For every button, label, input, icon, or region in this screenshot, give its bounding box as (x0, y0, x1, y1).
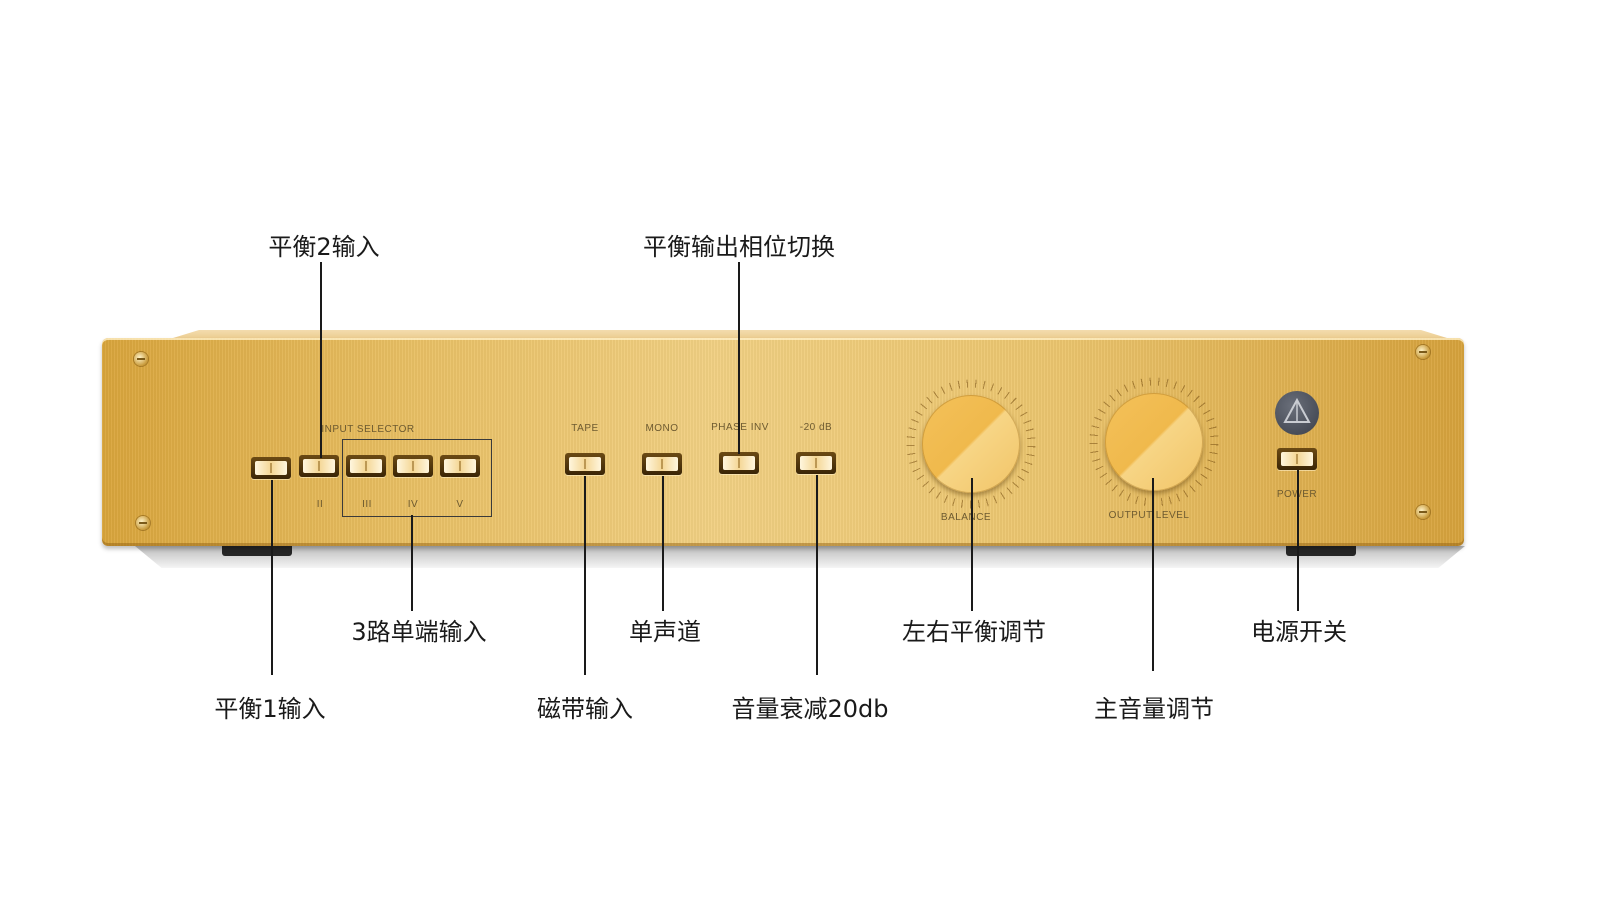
balance-knob[interactable] (922, 395, 1020, 493)
leader-line (738, 262, 740, 454)
callout-power-switch: 电源开关 (1251, 618, 1347, 646)
input-3-label: III (362, 499, 372, 510)
minus-20db-label: -20 dB (799, 422, 833, 433)
callout-mono: 单声道 (629, 618, 701, 646)
leader-line (816, 475, 818, 675)
output-level-knob[interactable] (1105, 393, 1203, 491)
leader-line (662, 476, 664, 611)
screw-icon (1416, 505, 1430, 519)
input-3-button[interactable] (346, 455, 386, 477)
callout-balanced-1-input: 平衡1输入 (214, 695, 326, 723)
input-selector-label: INPUT SELECTOR (321, 424, 415, 435)
screw-icon (1416, 345, 1430, 359)
single-ended-group-box (342, 439, 492, 517)
balance-label: BALANCE (940, 512, 992, 523)
mono-label: MONO (645, 423, 679, 434)
callout-phase-switch: 平衡输出相位切换 (643, 233, 835, 261)
leader-line (320, 262, 322, 458)
screw-icon (134, 352, 148, 366)
input-5-button[interactable] (440, 455, 480, 477)
callout-single-ended-inputs: 3路单端输入 (351, 618, 487, 646)
left-foot (222, 546, 292, 556)
input-2-button[interactable] (299, 455, 339, 477)
callout-attenuation: 音量衰减20db (731, 695, 889, 723)
callout-balanced-2-input: 平衡2输入 (268, 233, 380, 261)
input-5-label: V (456, 499, 464, 510)
leader-line (411, 515, 413, 611)
right-foot (1286, 546, 1356, 556)
input-2-label: II (316, 499, 324, 510)
power-label: POWER (1277, 489, 1317, 500)
leader-line (1297, 470, 1299, 611)
callout-tape-input: 磁带输入 (537, 695, 633, 723)
leader-line (271, 480, 273, 675)
leader-line (584, 476, 586, 675)
input-4-button[interactable] (393, 455, 433, 477)
tape-label: TAPE (571, 423, 599, 434)
front-panel (102, 338, 1464, 546)
output-level-label: OUTPUT LEVEL (1108, 510, 1190, 521)
tape-button[interactable] (565, 453, 605, 475)
phase-inv-button[interactable] (719, 452, 759, 474)
callout-main-volume: 主音量调节 (1094, 695, 1214, 723)
callout-lr-balance: 左右平衡调节 (902, 618, 1046, 646)
mono-button[interactable] (642, 453, 682, 475)
input-4-label: IV (407, 499, 419, 510)
leader-line (971, 478, 973, 611)
phase-inv-label: PHASE INV (711, 422, 769, 433)
input-1-button[interactable] (251, 457, 291, 479)
triangle-logo-icon (1275, 391, 1319, 435)
minus-20db-button[interactable] (796, 452, 836, 474)
screw-icon (136, 516, 150, 530)
chassis-shadow (135, 546, 1465, 568)
leader-line (1152, 478, 1154, 671)
power-button[interactable] (1277, 448, 1317, 470)
